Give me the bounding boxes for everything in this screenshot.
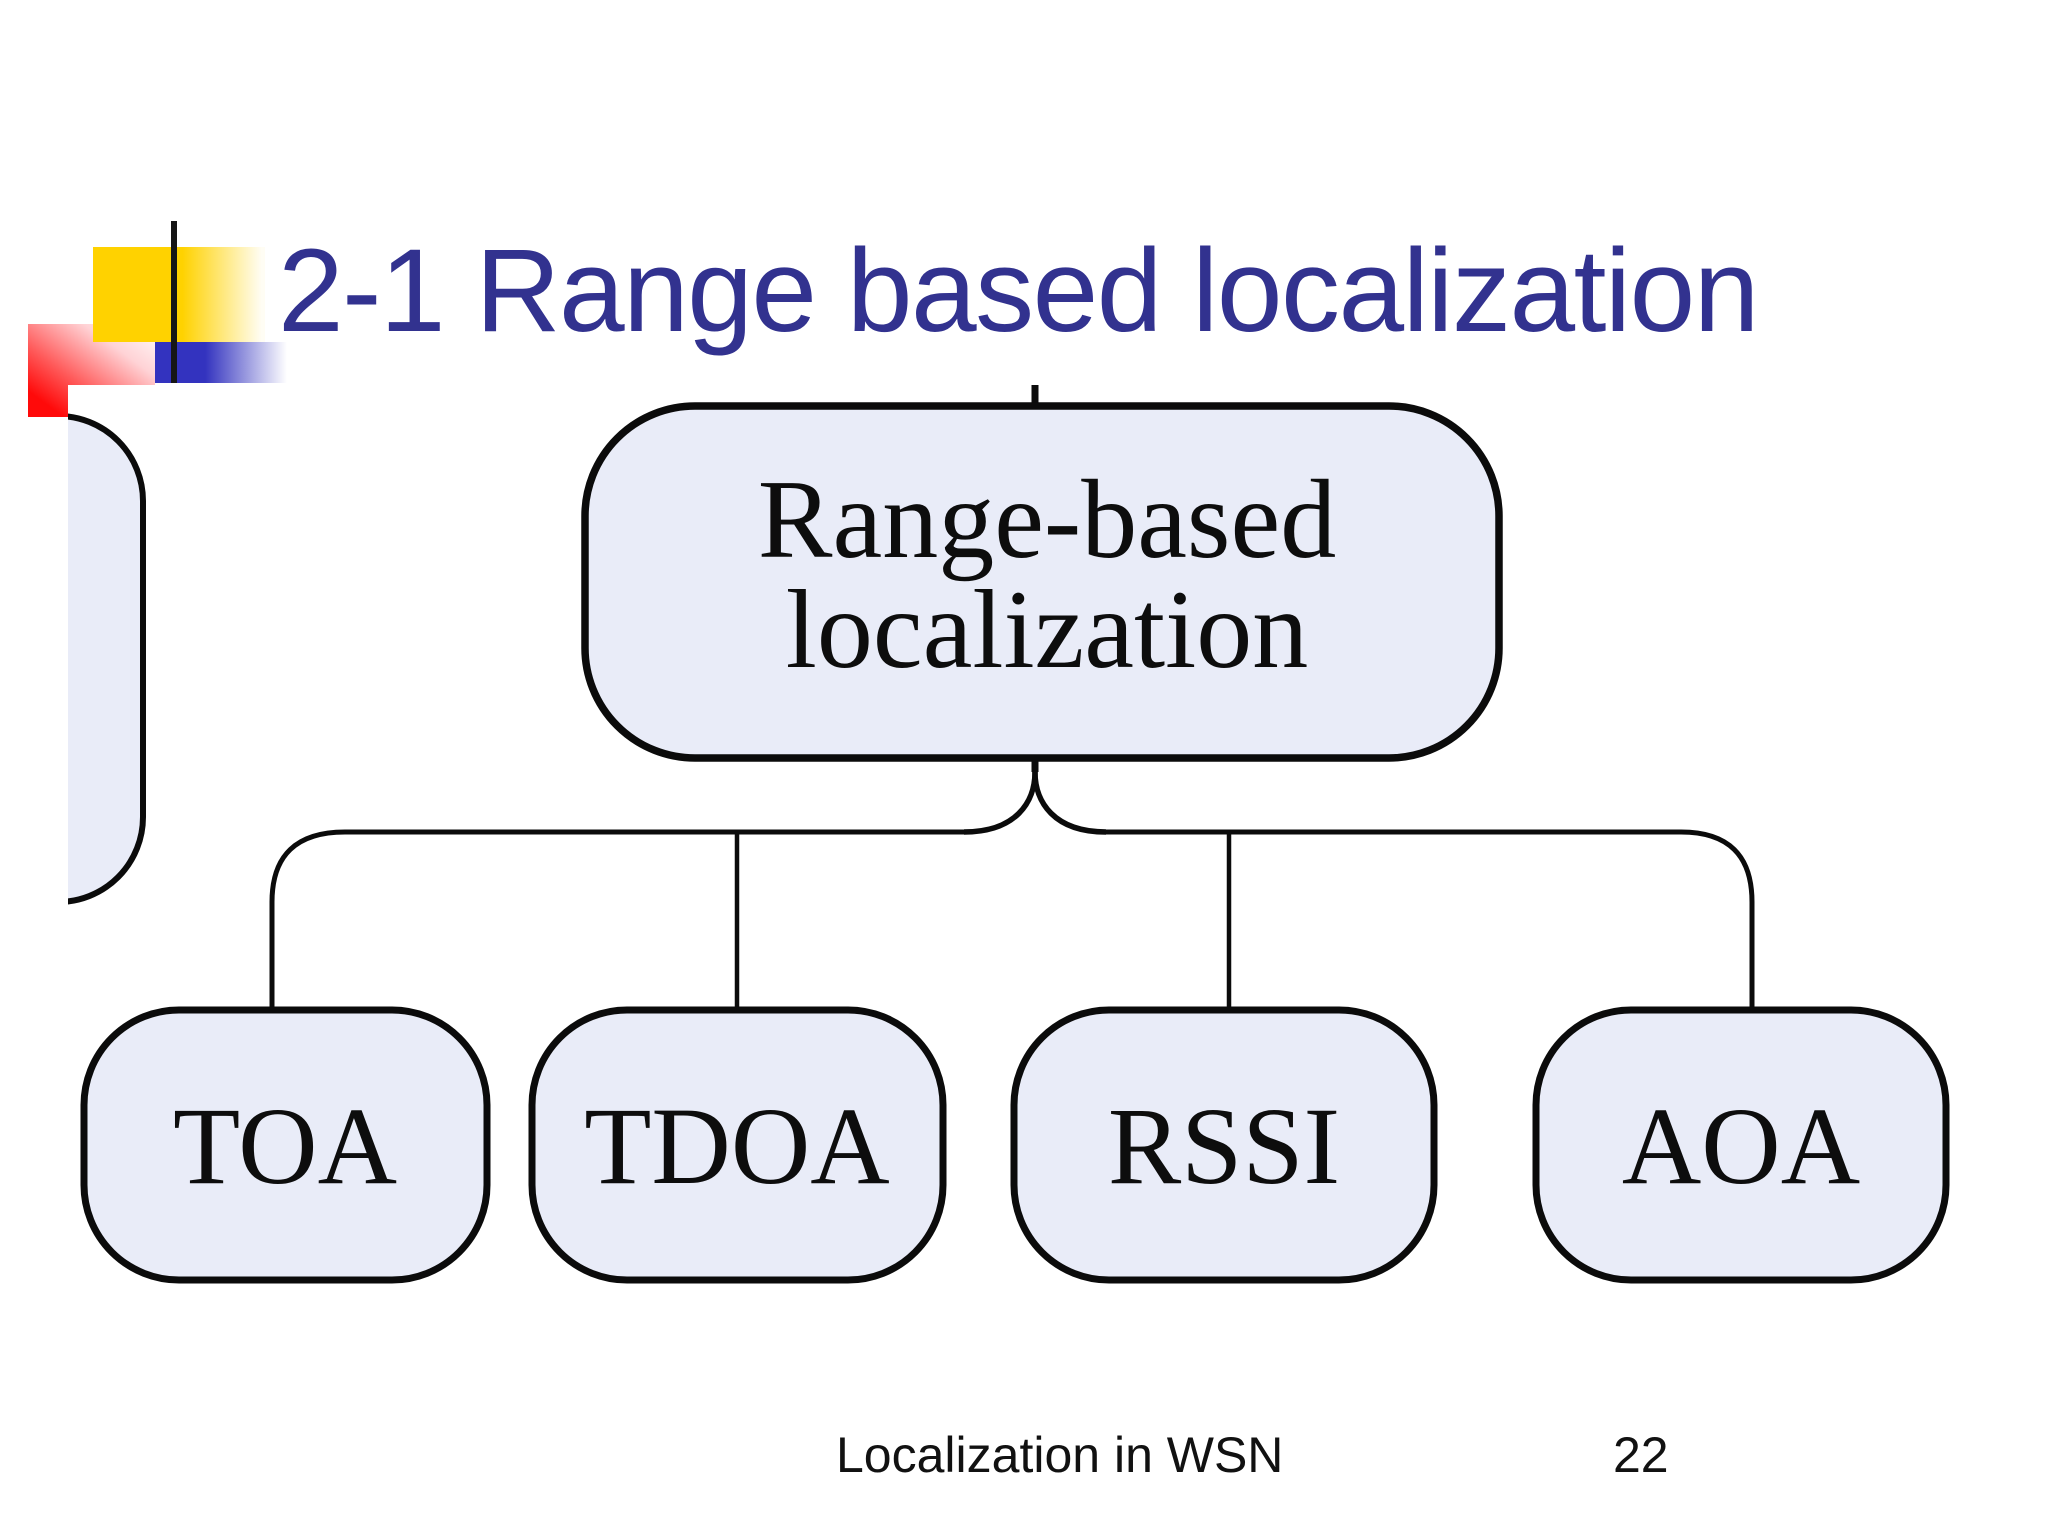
root-node-label-line2: localization — [786, 568, 1308, 692]
decoration-vertical-line — [171, 221, 177, 383]
rail-right — [1106, 829, 1755, 1014]
footer-page-number: 22 — [1613, 1427, 1669, 1483]
slide-title: 2-1 Range based localization — [278, 225, 1759, 357]
footer-presentation-title: Localization in WSN — [836, 1427, 1284, 1483]
root-node-label-line1: Range-based — [758, 458, 1336, 582]
child-node-tdoa-box — [528, 1006, 947, 1284]
child-node-rssi-label: RSSI — [1108, 1085, 1340, 1207]
child-node-aoa-box — [1532, 1006, 1950, 1284]
partial-cropped-node — [68, 413, 146, 905]
range-based-localization-diagram: Range-based localization TOA TDOA RSSI A… — [68, 385, 1960, 1340]
root-node-box — [581, 402, 1503, 762]
child-node-toa-box — [80, 1006, 491, 1284]
rail-left — [269, 829, 964, 1014]
child-node-tdoa-label: TDOA — [584, 1085, 890, 1207]
child-node-toa-label: TOA — [173, 1085, 397, 1207]
decoration-blue-bar — [155, 342, 287, 383]
decoration-yellow-square — [93, 247, 265, 342]
fork-right-curve — [1032, 771, 1107, 835]
child-node-aoa-label: AOA — [1622, 1085, 1860, 1207]
child-node-rssi-box — [1010, 1006, 1438, 1284]
